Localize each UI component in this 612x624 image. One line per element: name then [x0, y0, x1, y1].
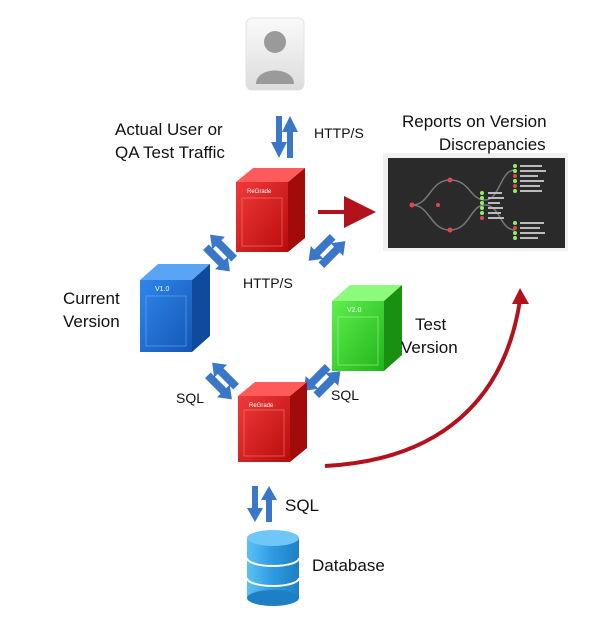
regrade-server-top: ReGrade [236, 168, 305, 252]
arrow-regrade-bottom-to-reports [324, 288, 529, 468]
arrow-regrade-to-current [210, 234, 237, 262]
report-screenshot [383, 153, 568, 251]
database-cylinder-icon [246, 530, 300, 606]
http-label-mid: HTTP/S [243, 275, 293, 291]
arrow-database-to-regrade [261, 486, 277, 522]
arrow-test-to-regrade [308, 234, 336, 261]
arrow-regrade-to-database [247, 486, 263, 522]
sql-label-right: SQL [331, 387, 360, 403]
arrow-regrade-bottom-to-current [212, 362, 239, 390]
arrow-current-to-regrade-bottom [205, 372, 232, 400]
actual-user-line1: Actual User or [115, 120, 223, 139]
database-label: Database [312, 556, 385, 575]
arrow-regrade-to-user [282, 116, 298, 158]
sql-label-left: SQL [176, 390, 205, 406]
actual-user-line2: QA Test Traffic [115, 143, 225, 162]
regrade-brand-bottom: ReGrade [249, 403, 274, 409]
test-line1: Test [415, 315, 447, 334]
current-version-tag: V1.0 [155, 286, 170, 293]
sql-label-bottom: SQL [285, 496, 320, 515]
reports-line1: Reports on Version [402, 112, 547, 131]
test-version-server: V2.0 [332, 285, 402, 371]
reports-label: Reports on Version Discrepancies [402, 110, 547, 156]
arrow-regrade-to-test [318, 241, 346, 268]
arrow-current-to-regrade [203, 244, 230, 272]
reports-line2: Discrepancies [438, 135, 546, 154]
current-line1: Current [63, 289, 120, 308]
current-version-server: V1.0 [140, 264, 210, 352]
actual-user-label: Actual User or QA Test Traffic [115, 118, 225, 164]
regrade-server-bottom: ReGrade [238, 382, 307, 462]
current-version-label: Current Version [63, 287, 120, 333]
arrow-user-to-regrade [271, 116, 287, 158]
user-avatar-icon [245, 17, 305, 91]
arrow-test-to-regrade-bottom [303, 364, 331, 391]
current-line2: Version [63, 312, 120, 331]
test-version-label: Test Version [401, 313, 458, 359]
arrow-regrade-bottom-to-test [313, 371, 341, 398]
test-line2: Version [401, 338, 458, 357]
http-label-top: HTTP/S [314, 125, 364, 141]
test-version-tag: V2.0 [347, 307, 362, 314]
regrade-brand-top: ReGrade [247, 189, 272, 195]
